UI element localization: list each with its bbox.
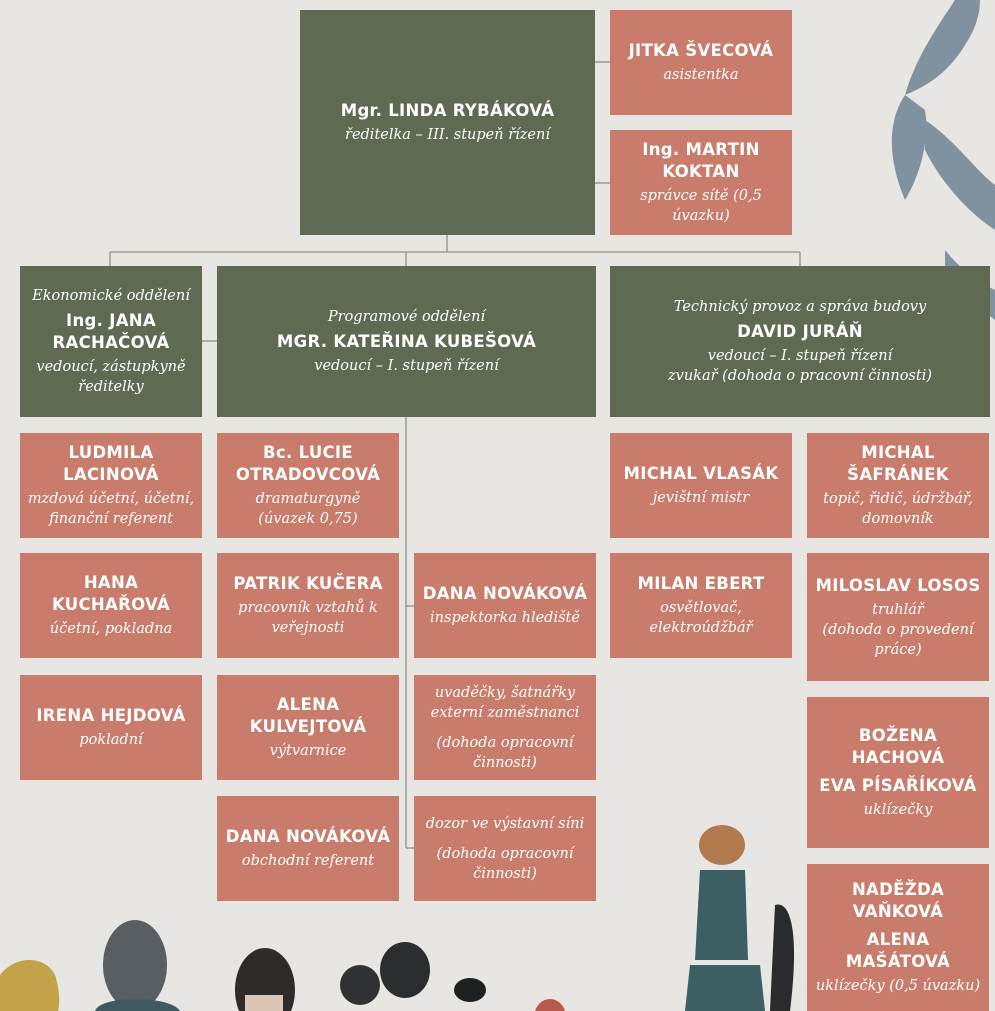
staff-name: MICHAL ŠAFRÁNEK: [847, 443, 949, 484]
staff-box-dozor: dozor ve výstavní síni (dohoda opracovní…: [414, 796, 596, 901]
staff-role: pracovník vztahů k veřejnosti: [238, 600, 378, 636]
staff-box-hejdova: IRENA HEJDOVÁ pokladní: [20, 675, 202, 780]
staff-role: dozor ve výstavní síni: [425, 815, 585, 832]
staff-name: MILOSLAV LOSOS: [815, 575, 981, 595]
staff-box-uklizecky-half: NADĚŽDA VAŇKOVÁ ALENA MAŠÁTOVÁ uklízečky…: [807, 864, 989, 1011]
staff-role: účetní, pokladna: [49, 621, 173, 637]
technical-head-role: vedoucí – I. stupeň řízení: [707, 348, 893, 364]
staff-role2: (dohoda opracovní činnosti): [436, 734, 574, 771]
technical-department-box: Technický provoz a správa budovy DAVID J…: [610, 266, 990, 417]
staff-name2: ALENA MAŠÁTOVÁ: [845, 930, 951, 971]
staff-box-kulvejtova: ALENA KULVEJTOVÁ výtvarnice: [217, 675, 399, 780]
economic-department-title: Ekonomické oddělení: [32, 288, 190, 304]
network-admin-role: správce sítě (0,5 úvazku): [640, 188, 762, 224]
staff-role2: (dohoda opracovní činnosti): [436, 845, 574, 882]
staff-role: dramaturgyně: [255, 491, 361, 507]
program-department-box: Programové oddělení MGR. KATEŘINA KUBEŠO…: [217, 266, 596, 417]
staff-box-vlasak: MICHAL VLASÁK jevištní mistr: [610, 433, 792, 538]
program-head-name: MGR. KATEŘINA KUBEŠOVÁ: [276, 332, 537, 351]
director-role: ředitelka – III. stupeň řízení: [345, 127, 550, 143]
staff-box-lacinova: LUDMILA LACINOVÁ mzdová účetní, účetní, …: [20, 433, 202, 538]
staff-name: ALENA KULVEJTOVÁ: [249, 695, 367, 736]
assistant-box: JITKA ŠVECOVÁ asistentka: [610, 10, 792, 115]
staff-box-novakova-inspektorka: DANA NOVÁKOVÁ inspektorka hlediště: [414, 553, 596, 658]
staff-role: výtvarnice: [269, 743, 347, 759]
staff-role: topič, řidič, údržbář, domovník: [823, 491, 973, 527]
staff-box-losos: MILOSLAV LOSOS truhlář (dohoda o provede…: [807, 553, 989, 681]
staff-name: PATRIK KUČERA: [233, 574, 383, 593]
staff-box-ebert: MILAN EBERT osvětlovač, elektroúdžbář: [610, 553, 792, 658]
network-admin-name: Ing. MARTIN KOKTAN: [642, 140, 760, 181]
program-department-title: Programové oddělení: [327, 309, 486, 325]
economic-head-name: Ing. JANA RACHAČOVÁ: [52, 311, 170, 352]
staff-role2: (dohoda o provedení práce): [822, 621, 974, 658]
staff-name: BOŽENA HACHOVÁ: [851, 726, 945, 767]
staff-name: IRENA HEJDOVÁ: [36, 706, 186, 725]
staff-role: uklízečky (0,5 úvazku): [815, 978, 981, 994]
technical-head-role2: zvukař (dohoda o pracovní činnosti): [668, 368, 932, 384]
staff-box-uklizecky: BOŽENA HACHOVÁ EVA PÍSAŘÍKOVÁ uklízečky: [807, 697, 989, 848]
staff-role: jevištní mistr: [652, 490, 750, 506]
staff-role: truhlář: [872, 601, 924, 618]
staff-name: DANA NOVÁKOVÁ: [225, 827, 391, 846]
staff-name: Bc. LUCIE OTRADOVCOVÁ: [235, 443, 381, 484]
staff-name: HANA KUCHAŘOVÁ: [52, 573, 170, 614]
staff-name: MICHAL VLASÁK: [623, 464, 779, 483]
director-name: Mgr. LINDA RYBÁKOVÁ: [340, 101, 555, 120]
staff-role: obchodní referent: [241, 853, 375, 869]
network-admin-box: Ing. MARTIN KOKTAN správce sítě (0,5 úva…: [610, 130, 792, 235]
people-illustration: [0, 825, 795, 1011]
staff-box-otradovcova: Bc. LUCIE OTRADOVCOVÁ dramaturgyně (úvaz…: [217, 433, 399, 538]
assistant-name: JITKA ŠVECOVÁ: [628, 41, 774, 60]
director-box: Mgr. LINDA RYBÁKOVÁ ředitelka – III. stu…: [300, 10, 595, 235]
staff-role: uvaděčky, šatnářky externí zaměstnanci: [430, 684, 580, 721]
staff-role: inspektorka hlediště: [430, 610, 580, 626]
program-head-role: vedoucí – I. stupeň řízení: [314, 358, 499, 374]
staff-role2: (úvazek 0,75): [258, 511, 358, 527]
economic-department-box: Ekonomické oddělení Ing. JANA RACHAČOVÁ …: [20, 266, 202, 417]
staff-name: NADĚŽDA VAŇKOVÁ: [851, 880, 945, 921]
staff-box-novakova-referent: DANA NOVÁKOVÁ obchodní referent: [217, 796, 399, 901]
staff-box-kucharova: HANA KUCHAŘOVÁ účetní, pokladna: [20, 553, 202, 658]
staff-name2: EVA PÍSAŘÍKOVÁ: [819, 776, 977, 795]
staff-role: uklízečky: [863, 802, 933, 818]
staff-name: DANA NOVÁKOVÁ: [422, 584, 588, 603]
staff-role: mzdová účetní, účetní, finanční referent: [27, 491, 195, 527]
staff-role: osvětlovač, elektroúdžbář: [649, 600, 753, 636]
economic-head-role: vedoucí, zástupkyně ředitelky: [36, 359, 186, 395]
staff-role: pokladní: [79, 732, 143, 748]
technical-department-title: Technický provoz a správa budovy: [673, 299, 927, 315]
staff-box-safranek: MICHAL ŠAFRÁNEK topič, řidič, údržbář, d…: [807, 433, 989, 538]
staff-name: LUDMILA LACINOVÁ: [63, 443, 159, 484]
technical-head-name: DAVID JURÁŇ: [737, 322, 863, 341]
staff-box-uvadecky: uvaděčky, šatnářky externí zaměstnanci (…: [414, 675, 596, 780]
staff-name: MILAN EBERT: [637, 574, 765, 593]
assistant-role: asistentka: [663, 67, 739, 83]
staff-box-kucera: PATRIK KUČERA pracovník vztahů k veřejno…: [217, 553, 399, 658]
